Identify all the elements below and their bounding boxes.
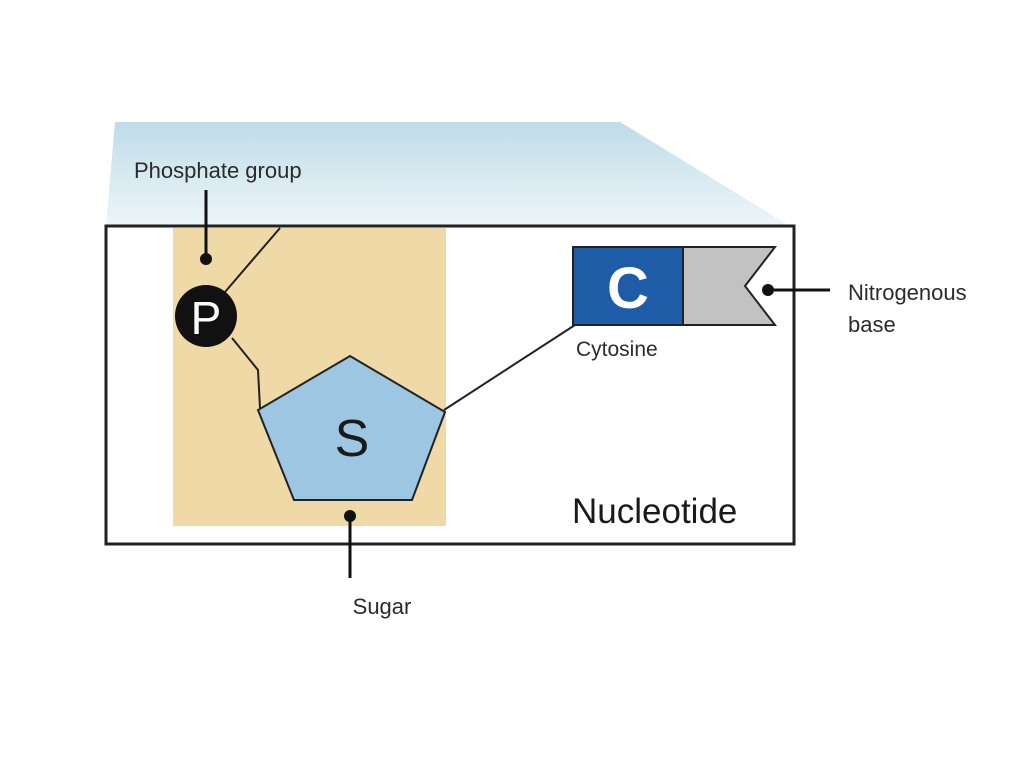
base-tail-outline xyxy=(683,246,778,326)
base-name: Cytosine xyxy=(576,338,658,361)
base-symbol: C xyxy=(607,256,649,321)
phosphate-circle xyxy=(175,285,237,347)
phosphate-label: Phosphate group xyxy=(134,158,302,183)
base-label-line2: base xyxy=(848,312,896,337)
base-tail xyxy=(683,247,775,325)
perspective-band xyxy=(106,122,790,226)
phosphate-backbone-line xyxy=(224,227,281,293)
sugar-label: Sugar xyxy=(353,594,412,619)
sugar-pentagon xyxy=(256,354,447,501)
base-label-line1: Nitrogenous xyxy=(848,280,967,305)
diagram-title: Nucleotide xyxy=(572,492,737,531)
sugar-symbol: S xyxy=(335,410,370,468)
sugar-base-bond xyxy=(443,324,576,411)
phosphate-sugar-bond xyxy=(231,337,261,409)
base-outline xyxy=(572,246,684,326)
phosphate-symbol: P xyxy=(191,292,222,344)
phosphate-pointer-dot xyxy=(200,253,212,265)
base-block xyxy=(573,247,683,325)
